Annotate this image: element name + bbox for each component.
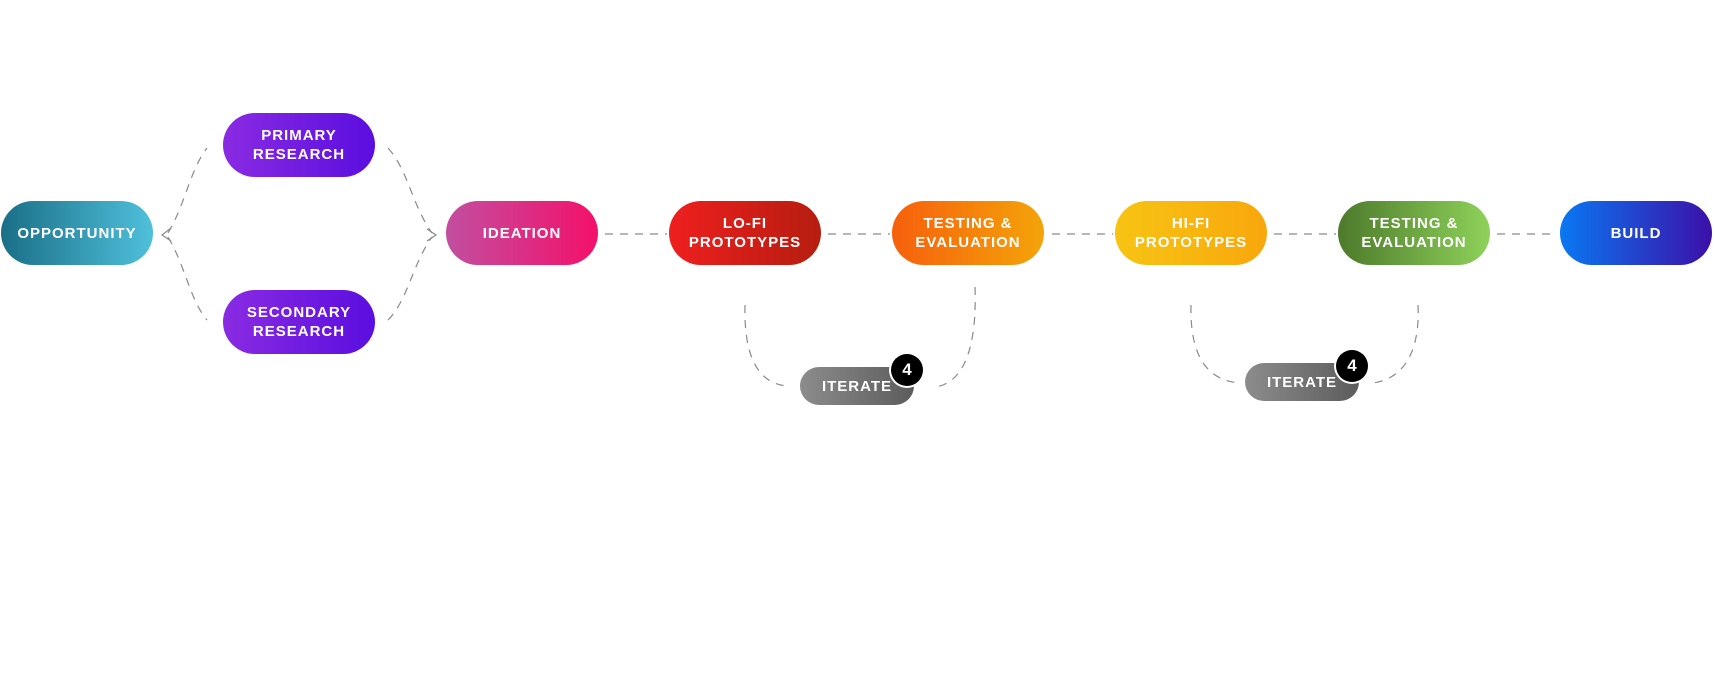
arrowhead-merge: [426, 228, 438, 242]
node-build: BUILD: [1560, 201, 1712, 265]
node-hifi-prototypes: HI-FI PROTOTYPES: [1115, 201, 1267, 265]
node-lofi-prototypes: LO-FI PROTOTYPES: [669, 201, 821, 265]
arrowhead-split: [160, 227, 172, 242]
node-ideation: IDEATION: [446, 201, 598, 265]
connector-opportunity-to-secondary: [167, 236, 208, 321]
iterate-count-badge-1: 4: [891, 354, 923, 386]
node-testing-evaluation-2: TESTING & EVALUATION: [1338, 201, 1490, 265]
node-opportunity: OPPORTUNITY: [1, 201, 153, 265]
connector-iterate-loop-1-right: [934, 286, 976, 388]
connector-iterate-loop-2-right: [1372, 304, 1419, 384]
connector-secondary-to-ideation: [387, 236, 433, 321]
connector-iterate-loop-1-left: [744, 304, 788, 387]
node-testing-evaluation-1: TESTING & EVALUATION: [892, 201, 1044, 265]
connector-primary-to-ideation: [387, 147, 433, 234]
connector-opportunity-to-primary: [167, 147, 208, 234]
connector-iterate-loop-2-left: [1190, 304, 1241, 384]
node-secondary-research: SECONDARY RESEARCH: [223, 290, 375, 354]
iterate-count-badge-2: 4: [1336, 350, 1368, 382]
node-primary-research: PRIMARY RESEARCH: [223, 113, 375, 177]
